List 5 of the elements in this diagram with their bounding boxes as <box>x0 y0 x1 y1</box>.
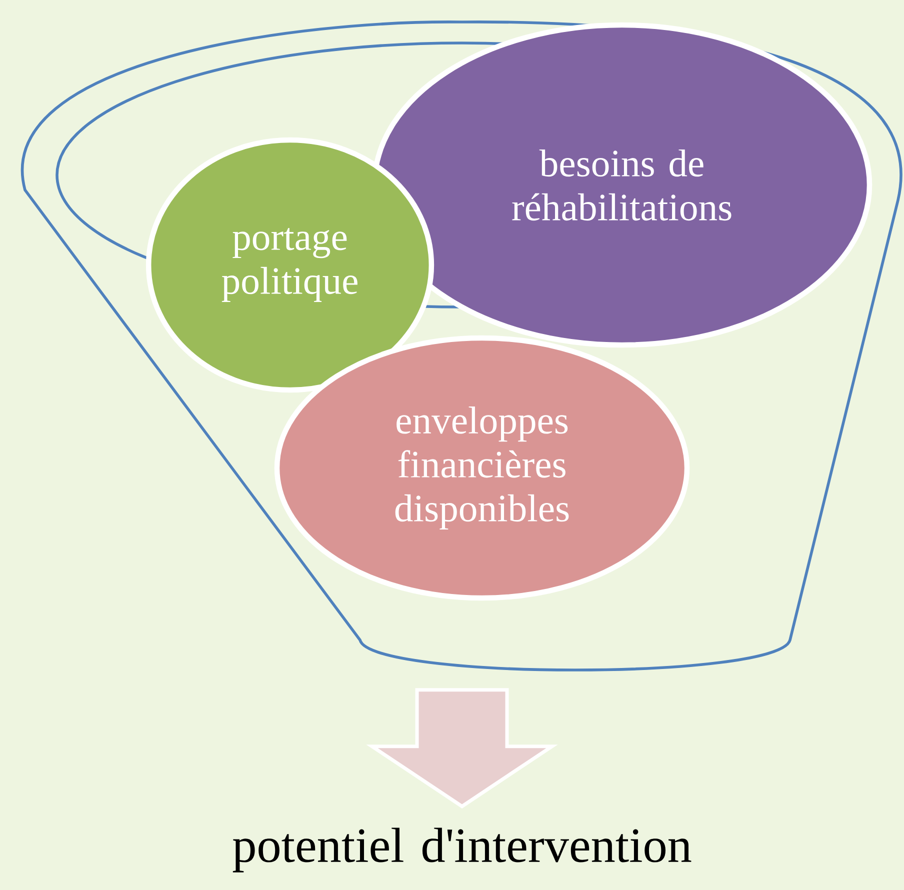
circle-label: portage politique <box>146 137 434 393</box>
ellipse-label: besoins de réhabilitations <box>372 22 872 348</box>
result-text: potentiel d'intervention <box>232 828 692 872</box>
ellipse-label: enveloppes financières disponibles <box>274 335 690 601</box>
block-arrow <box>366 688 558 808</box>
